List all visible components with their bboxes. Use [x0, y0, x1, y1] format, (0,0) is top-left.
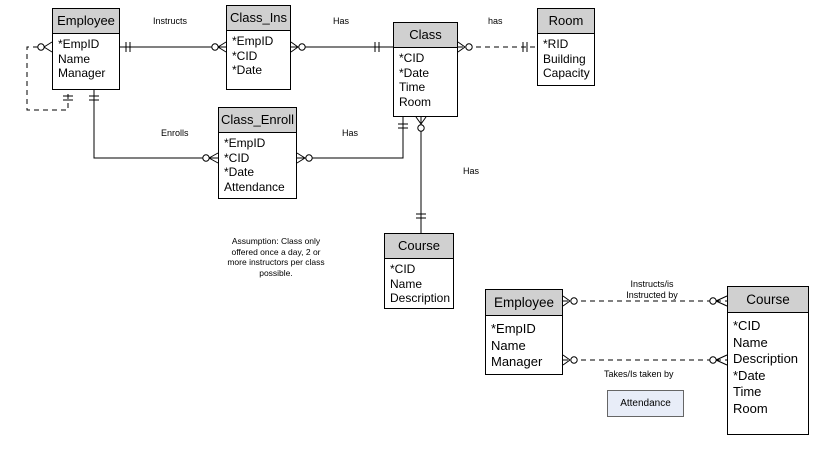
entity-class-enroll-title: Class_Enroll — [219, 108, 296, 133]
attr-description: Description — [390, 291, 451, 305]
entity-class-enroll[interactable]: Class_Enroll *EmpID *CID *Date Attendanc… — [218, 107, 297, 199]
attr-empid: *EmpID — [58, 37, 100, 51]
attr-empid: *EmpID — [491, 321, 536, 336]
assumption-note: Assumption: Class only offered once a da… — [216, 236, 336, 278]
entity-employee-title: Employee — [53, 9, 119, 34]
attr-name: Name — [491, 337, 526, 353]
attr-attendance: Attendance — [224, 179, 285, 194]
attr-time: Time — [733, 384, 762, 399]
attr-empid: *EmpID — [224, 136, 266, 150]
attr-building: Building — [543, 51, 586, 66]
attr-cid: *CID — [390, 262, 416, 276]
attr-room: Room — [399, 94, 432, 109]
rel-label-instructs: Instructs — [153, 16, 188, 26]
entity-employee-2-title: Employee — [486, 290, 562, 316]
note-line: more instructors per class — [227, 257, 325, 267]
entity-employee-2[interactable]: Employee *EmpID Name Manager — [485, 289, 563, 375]
entity-course[interactable]: Course *CID Name Description — [384, 233, 454, 309]
attr-cid: *CID — [733, 318, 761, 333]
rel-label-has-2: has — [488, 16, 503, 26]
attr-room: Room — [733, 400, 768, 416]
rel-label-enrolls: Enrolls — [161, 128, 189, 138]
attendance-box[interactable]: Attendance — [607, 390, 684, 417]
rel-label-instructs-is: Instructs/is Instructed by — [607, 279, 697, 301]
attr-description: Description — [733, 351, 799, 366]
attr-empid: *EmpID — [232, 34, 274, 48]
entity-course-2[interactable]: Course *CID Name Description *Date Time … — [727, 286, 809, 435]
entity-course-title: Course — [385, 234, 453, 259]
rel-label-instructs-is-line1: Instructs/is — [630, 279, 674, 289]
rel-label-takes: Takes/Is taken by — [604, 369, 674, 379]
attr-name: Name — [733, 334, 768, 350]
entity-class[interactable]: Class *CID *Date Time Room — [393, 22, 458, 117]
attr-cid: *CID — [232, 48, 258, 63]
attr-date: *Date — [232, 63, 263, 77]
note-line: offered once a day, 2 or — [231, 246, 321, 257]
attr-time: Time — [399, 80, 426, 94]
entity-employee[interactable]: Employee *EmpID Name Manager — [52, 8, 120, 90]
note-line: possible. — [259, 267, 293, 278]
entity-class-ins[interactable]: Class_Ins *EmpID *CID *Date — [226, 5, 291, 90]
attr-date: *Date — [733, 367, 766, 383]
rel-label-instructs-is-line2: Instructed by — [626, 290, 678, 300]
attr-cid: *CID — [399, 51, 425, 65]
attr-name: Name — [58, 51, 91, 66]
rel-label-has-1: Has — [333, 16, 350, 26]
rel-label-has-3: Has — [342, 128, 359, 138]
entity-course-2-title: Course — [728, 287, 808, 313]
attr-name: Name — [390, 276, 423, 291]
attr-manager: Manager — [58, 66, 106, 80]
rel-label-has-4: Has — [463, 166, 480, 176]
note-line: Assumption: Class only — [231, 236, 321, 246]
attr-manager: Manager — [491, 354, 543, 369]
attr-capacity: Capacity — [543, 66, 590, 80]
entity-class-ins-title: Class_Ins — [227, 6, 290, 31]
attr-cid: *CID — [224, 150, 250, 165]
entity-room[interactable]: Room *RID Building Capacity — [537, 8, 595, 86]
entity-room-title: Room — [538, 9, 594, 34]
entity-class-title: Class — [394, 23, 457, 48]
attr-rid: *RID — [543, 37, 569, 51]
attr-date: *Date — [224, 165, 255, 179]
attr-date: *Date — [399, 65, 430, 80]
